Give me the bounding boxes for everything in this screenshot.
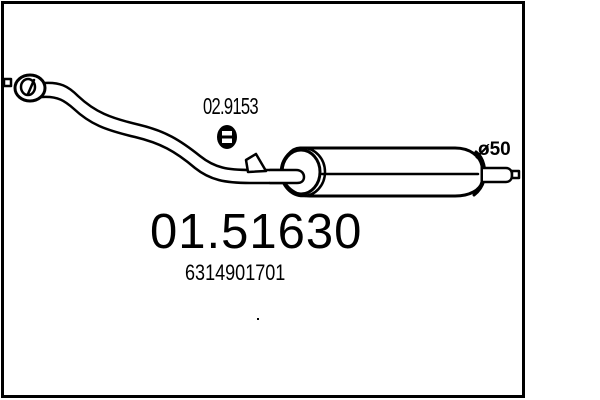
dot-mark xyxy=(257,318,259,320)
inlet-stub xyxy=(2,77,13,88)
part-number: 01.51630 xyxy=(150,205,363,259)
outlet-diameter-label: ø50 xyxy=(478,139,511,160)
diagram-frame xyxy=(1,1,525,398)
inlet-flange xyxy=(13,73,47,103)
hanger-part-number: 02.9153 xyxy=(203,93,259,119)
oe-reference-number: 6314901701 xyxy=(185,260,286,285)
rubber-hanger-icon xyxy=(217,125,237,149)
